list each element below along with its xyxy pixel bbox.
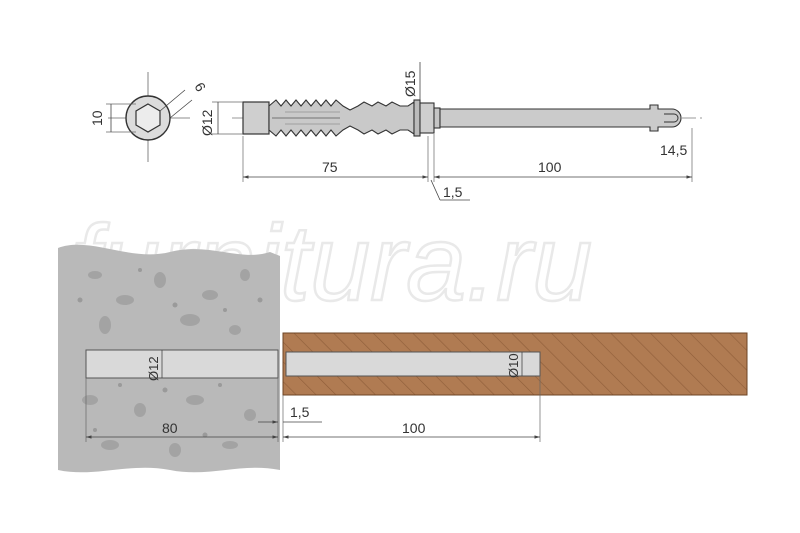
collar-thickness-label: 1,5 [443, 184, 463, 200]
wall-hole [85, 349, 279, 379]
pin-length-label: 100 [538, 159, 562, 175]
gap-label: 1,5 [290, 404, 310, 420]
installation-view: Ø12 Ø10 80 1,5 100 [58, 244, 748, 473]
end-view: 10 6 [89, 72, 209, 162]
wall-hole-diameter-label: Ø12 [146, 356, 161, 381]
collar-diameter-label: Ø15 [402, 70, 418, 97]
wood-hole-diameter-label: Ø10 [506, 353, 521, 378]
end-radius-label: 14,5 [660, 142, 687, 158]
wood-hole [285, 351, 541, 377]
anchor-side-view: Ø12 Ø15 75 100 1,5 14,5 [199, 62, 702, 201]
anchor-length-label: 75 [322, 159, 338, 175]
shaft-diameter-label: Ø12 [199, 109, 215, 136]
end-height-label: 10 [89, 110, 105, 126]
wall-depth-label: 80 [162, 420, 178, 436]
hex-size-label: 6 [191, 80, 209, 95]
wood-depth-label: 100 [402, 420, 426, 436]
